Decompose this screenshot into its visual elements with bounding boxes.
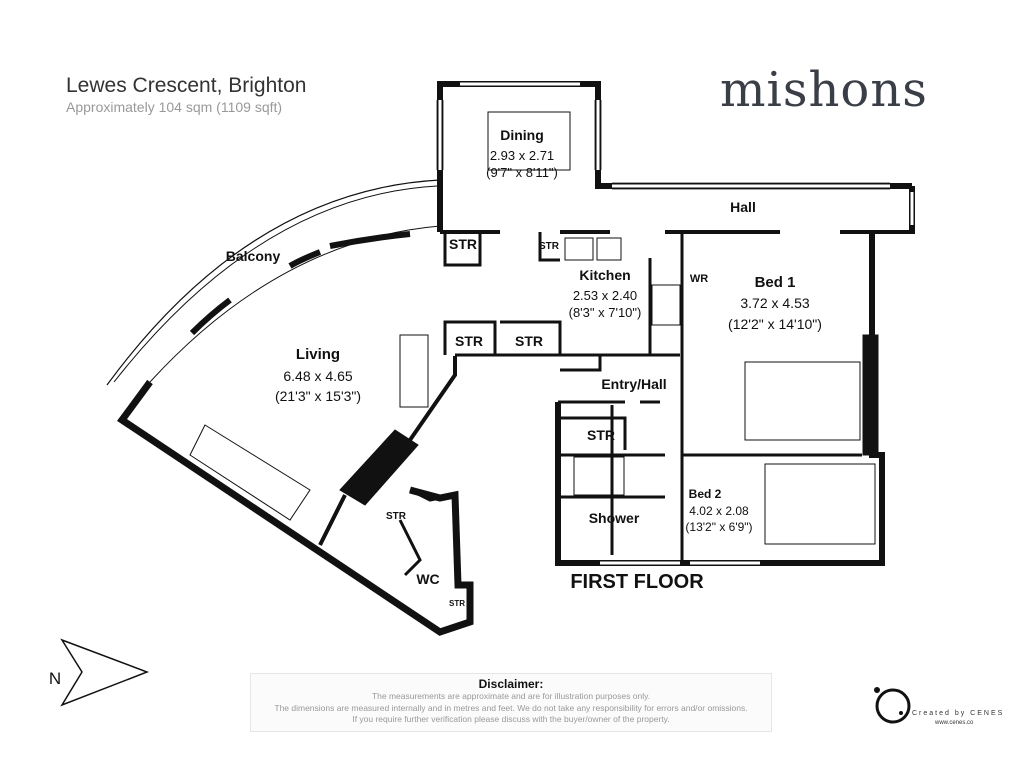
compass-north-label: N [49,669,61,688]
cenes-logo-icon [874,687,911,724]
property-area: Approximately 104 sqm (1109 sqft) [66,99,283,115]
balcony-outer-rail [106,179,441,386]
property-title: Lewes Crescent, Brighton [66,74,307,97]
disclaimer-box: Disclaimer: The measurements are approxi… [250,673,772,732]
mishons-logo: mishons [720,62,928,118]
wc-label: WC [416,571,439,587]
wr-label: WR [690,273,708,285]
living-label: Living [296,346,340,363]
kitchen-walls [443,232,680,372]
str-label-5: STR [587,427,615,443]
kitchen-imperial: (8'3" x 7'10") [569,305,642,320]
bed1-label: Bed 1 [755,274,796,291]
dining-metric: 2.93 x 2.71 [490,148,554,163]
living-curved-wall-solid [189,231,411,336]
disclaimer-heading: Disclaimer: [478,677,544,691]
str-label-3: STR [455,333,483,349]
bed1-bed [744,361,861,441]
disclaimer-line: The measurements are approximate and are… [371,691,651,701]
balcony-inner-rail [113,185,438,383]
str-label-6: STR [386,511,407,522]
shower-label: Shower [589,510,640,526]
armchair [399,334,429,408]
chimney-breast [339,429,419,506]
dining-imperial: (9'7" x 8'11") [486,165,558,180]
wc-walls [398,488,456,577]
floor-label: FIRST FLOOR [570,571,704,593]
bed1-metric: 3.72 x 4.53 [740,295,809,311]
hall-label: Hall [730,199,756,215]
compass-arrow-icon [60,638,150,707]
credit-url: www.cenes.co [935,720,974,726]
living-imperial: (21'3" x 15'3") [275,388,361,404]
credit-text: Created by CENES [912,710,1005,717]
kitchen-label: Kitchen [579,267,630,283]
disclaimer-line: If you require further verification plea… [352,714,670,724]
sofa [189,424,311,521]
bed-partitions [558,232,862,563]
bed2-label: Bed 2 [689,487,722,501]
bed2-metric: 4.02 x 2.08 [689,504,749,518]
living-curved-wall [149,225,441,383]
str-label-4: STR [515,333,543,349]
living-metric: 6.48 x 4.65 [283,368,352,384]
living-right-wall [318,356,457,546]
balcony-label: Balcony [226,248,281,264]
bed1-imperial: (12'2" x 14'10") [728,316,822,332]
kitchen-metric: 2.53 x 2.40 [573,288,637,303]
entry-hall-label: Entry/Hall [601,376,666,392]
str-label-1: STR [449,236,477,252]
outer-wall [117,379,474,636]
dining-windows [438,82,890,188]
disclaimer-line: The dimensions are measured internally a… [274,702,748,713]
shower-tray [573,456,625,496]
dining-label: Dining [500,127,544,143]
dining-table [487,111,571,171]
str-label-7: STR [449,599,465,608]
bed2-imperial: (13'2" x 6'9") [685,520,752,534]
str-label-2: STR [539,241,560,252]
bed2-bed [764,463,876,545]
